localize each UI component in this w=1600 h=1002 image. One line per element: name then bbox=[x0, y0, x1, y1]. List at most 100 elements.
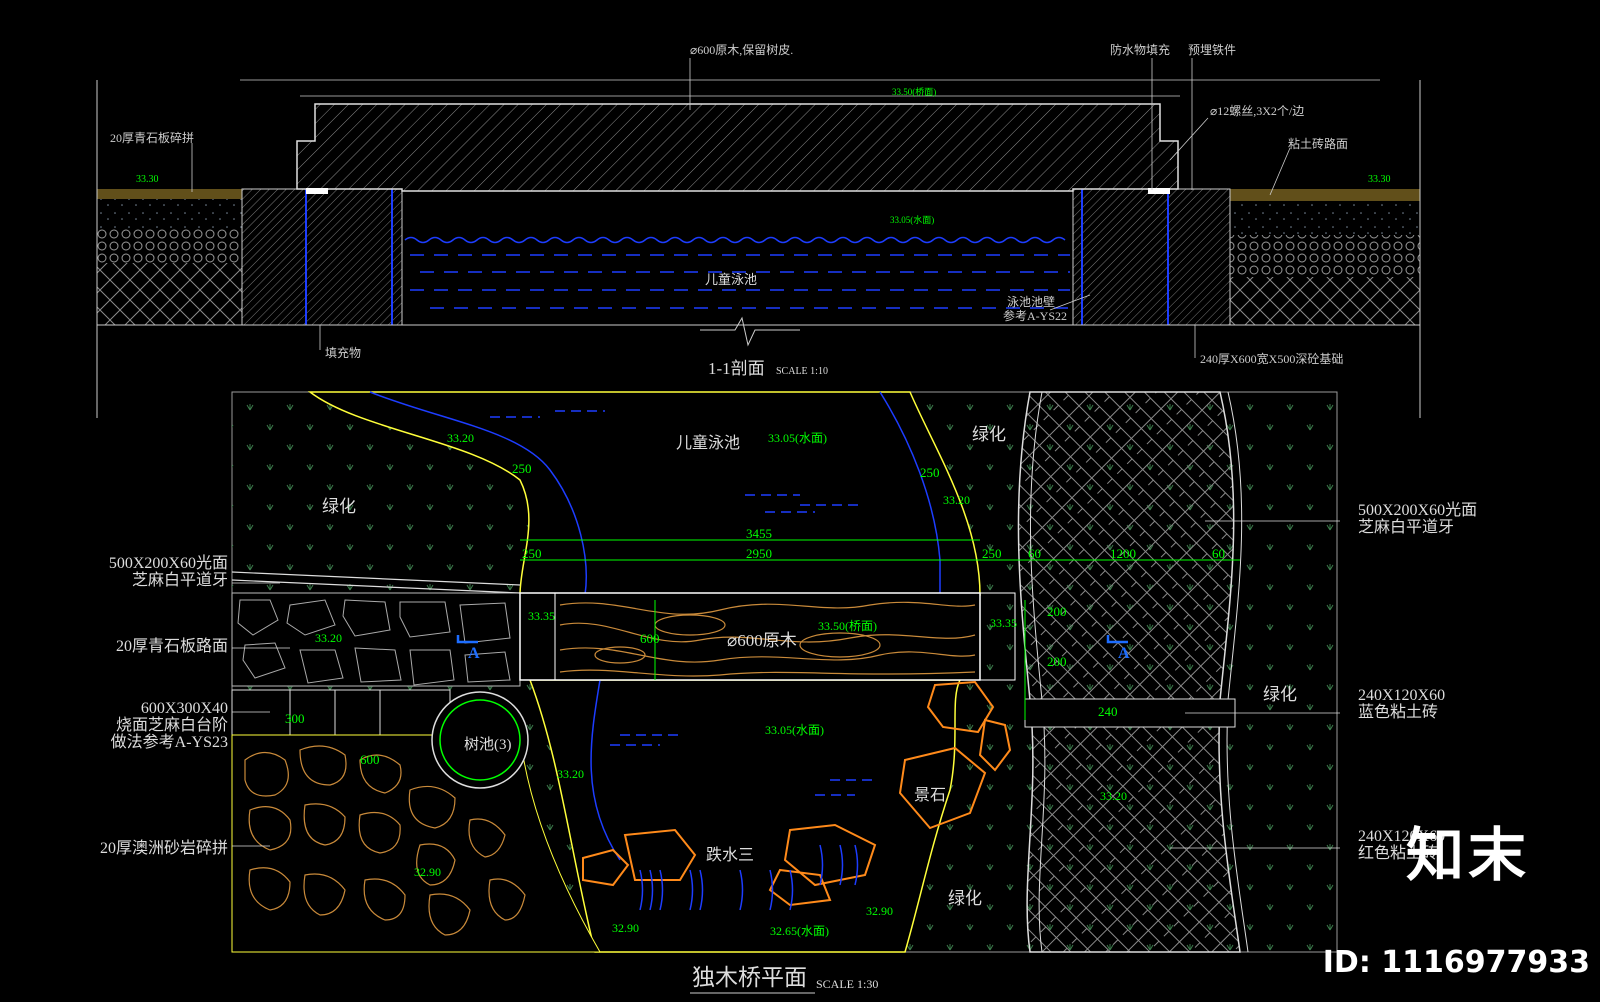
zone-log: ⌀600原木 bbox=[727, 631, 797, 650]
callout-line: 红色粘土砖 bbox=[1358, 845, 1439, 862]
log-end-right bbox=[979, 592, 1016, 681]
dim-step600: 600 bbox=[360, 752, 380, 767]
footing-left bbox=[241, 188, 403, 326]
soil-layer-right bbox=[1230, 277, 1420, 325]
watermark-logo: 知末 bbox=[1405, 821, 1530, 889]
waterfall-lines bbox=[639, 844, 859, 911]
callout-waterproof: 防水物填充 bbox=[1110, 43, 1171, 57]
callout-line: 600X300X40 bbox=[140, 700, 228, 717]
callout-block: 500X200X60光面芝麻白平道牙 bbox=[1358, 502, 1477, 536]
callout-line: 500X200X60光面 bbox=[108, 555, 228, 572]
zone-green-tl: 绿化 bbox=[322, 497, 356, 516]
callout-bolt: ⌀12螺丝,3X2个/边 bbox=[1210, 104, 1305, 118]
gravel-layer-left bbox=[97, 199, 242, 229]
zone-rock: 景石 bbox=[914, 787, 947, 804]
pool-area bbox=[307, 391, 981, 596]
landscape-rocks bbox=[582, 680, 1012, 907]
callout-filler: 填充物 bbox=[325, 346, 362, 360]
level-bl: 32.90 bbox=[414, 865, 441, 879]
level-right-path: 33.20 bbox=[1100, 789, 1127, 803]
callout-line: 烧面芝麻白台阶 bbox=[115, 717, 228, 734]
callout-line: 240X120X60 bbox=[1358, 687, 1446, 704]
level-bridge-l: 33.35 bbox=[528, 609, 555, 623]
dim-left-250: 250 bbox=[522, 546, 542, 561]
callout-pool-wall-2: 参考A-YS22 bbox=[1003, 309, 1068, 323]
level-right: 33.30 bbox=[1368, 174, 1391, 185]
curb-line-top-2 bbox=[231, 579, 521, 594]
water-dashes bbox=[410, 254, 1070, 309]
paving-layer-right bbox=[1230, 189, 1420, 201]
zone-green-br: 绿化 bbox=[948, 889, 982, 908]
callout-paving-left: 20厚青石板碎拼 bbox=[110, 131, 195, 145]
level-lower-water: 33.05(水面) bbox=[765, 723, 824, 737]
break-symbol bbox=[700, 316, 800, 347]
callout-line: 20厚澳洲砂岩碎拼 bbox=[99, 840, 228, 857]
level-bridge: 33.50(桥面) bbox=[818, 619, 877, 633]
log-end-left bbox=[519, 592, 556, 681]
callout-log: ⌀600原木,保留树皮. bbox=[690, 43, 794, 57]
lower-blue-edge bbox=[590, 679, 621, 861]
footing-right bbox=[1072, 188, 1231, 326]
callout-line: 芝麻白平道牙 bbox=[1358, 519, 1455, 536]
paving-layer-left bbox=[97, 189, 242, 199]
callout-block: 500X200X60光面芝麻白平道牙 bbox=[109, 555, 228, 589]
wood-grain bbox=[559, 601, 976, 677]
callout-embed: 预埋铁件 bbox=[1188, 43, 1237, 57]
zone-green-r: 绿化 bbox=[1263, 685, 1297, 704]
level-left-edge: 33.20 bbox=[557, 767, 584, 781]
lower-water-area bbox=[528, 679, 962, 953]
section-scale: SCALE 1:10 bbox=[776, 366, 828, 377]
callout-block: 20厚澳洲砂岩碎拼 bbox=[100, 840, 228, 857]
dim-arc250a: 250 bbox=[512, 461, 532, 476]
level-water: 33.05(水面) bbox=[890, 215, 935, 225]
pool-blue-edge-left bbox=[369, 391, 587, 596]
zone-tree-pit: 树池(3) bbox=[464, 737, 512, 753]
log-section bbox=[296, 103, 1179, 192]
flagstone-path bbox=[231, 592, 521, 687]
level-left: 33.30 bbox=[136, 174, 159, 185]
level-left-path: 33.20 bbox=[315, 631, 342, 645]
dim-mid: 2950 bbox=[746, 546, 772, 561]
zone-pool: 儿童泳池 bbox=[676, 435, 741, 452]
brick-path bbox=[1017, 391, 1241, 953]
plan-drawing bbox=[231, 391, 1340, 994]
dim-right-250: 250 bbox=[982, 546, 1002, 561]
steps bbox=[231, 689, 451, 736]
level-tr: 33.20 bbox=[943, 493, 970, 507]
level-tl: 33.20 bbox=[447, 431, 474, 445]
plan-dimensions bbox=[520, 539, 1240, 720]
soil-layer-left bbox=[97, 263, 242, 325]
callout-paving-right: 粘土砖路面 bbox=[1288, 137, 1349, 151]
embed-plate-left bbox=[306, 188, 328, 194]
callout-line: 240X120X60 bbox=[1358, 828, 1446, 845]
zone-fall: 跌水三 bbox=[706, 847, 755, 864]
level-bridge-r: 33.35 bbox=[990, 616, 1017, 630]
embed-plate-right bbox=[1148, 188, 1170, 194]
stone-layer-right bbox=[1230, 235, 1420, 277]
curb-line-top bbox=[231, 571, 521, 586]
callout-line: 20厚青石板路面 bbox=[115, 638, 228, 655]
callout-line: 芝麻白平道牙 bbox=[131, 572, 228, 589]
level-bottom-l: 32.90 bbox=[612, 921, 639, 935]
tree-pit-outer bbox=[431, 691, 529, 789]
zone-green-tr: 绿化 bbox=[972, 425, 1006, 444]
callout-line: 做法参考A-YS23 bbox=[110, 734, 228, 751]
tree-pit-inner bbox=[439, 699, 521, 781]
dim-v200a: 200 bbox=[1047, 604, 1067, 619]
level-pool-water: 33.05(水面) bbox=[768, 431, 827, 445]
section-title: 1-1剖面 bbox=[708, 359, 765, 378]
dim-depth: 600 bbox=[640, 631, 660, 646]
section-mark-right bbox=[1106, 635, 1128, 644]
gravel-layer-right bbox=[1230, 201, 1420, 235]
dim-arc250b: 250 bbox=[920, 465, 940, 480]
water-surface bbox=[404, 236, 1066, 244]
plan-scale: SCALE 1:30 bbox=[816, 977, 879, 991]
dim-r60b: 60 bbox=[1212, 546, 1225, 561]
section-mark-left-label: A bbox=[468, 645, 480, 662]
dim-top: 3455 bbox=[746, 526, 772, 541]
section-leaders bbox=[191, 58, 1291, 358]
